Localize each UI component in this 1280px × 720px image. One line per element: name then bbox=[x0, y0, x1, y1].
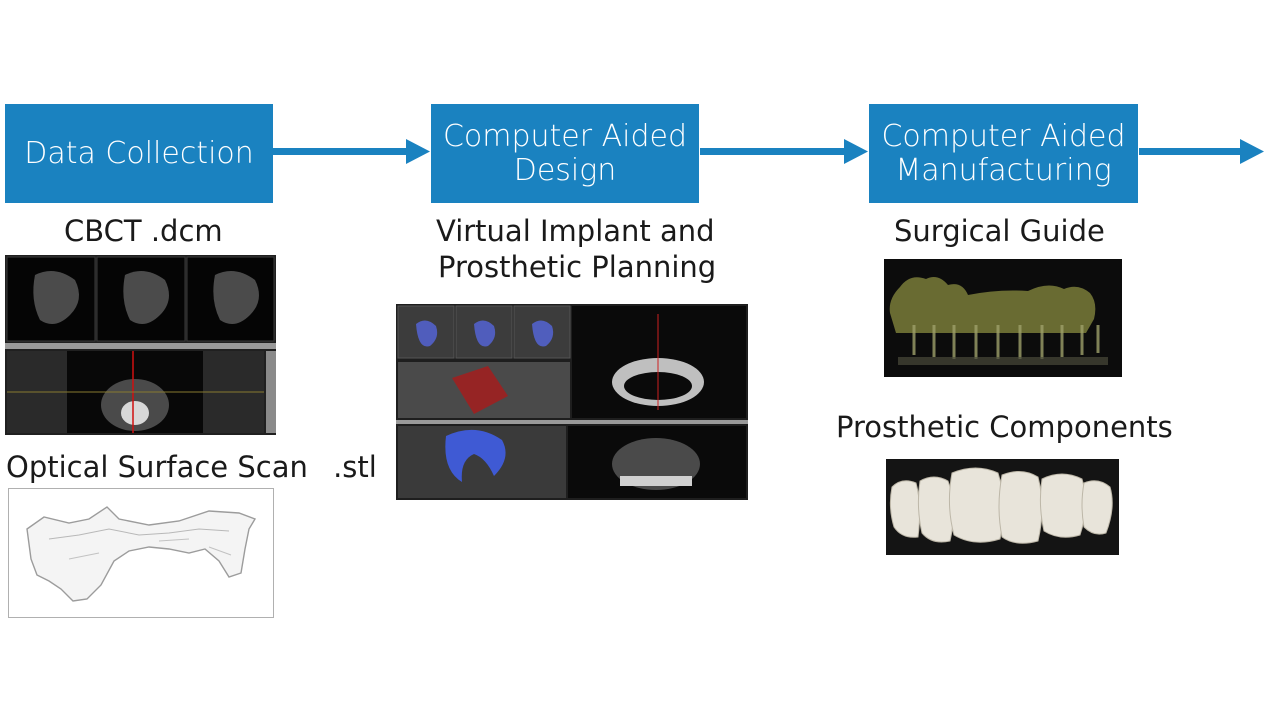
caption-virtual-planning-line1: Virtual Implant and bbox=[436, 214, 715, 248]
caption-prosthetic-components: Prosthetic Components bbox=[836, 410, 1173, 444]
prosthetic-components-image bbox=[886, 459, 1119, 555]
surgical-guide-image bbox=[884, 259, 1122, 377]
arrow-2-head bbox=[844, 139, 868, 164]
caption-optical-scan-label: Optical Surface Scan bbox=[6, 450, 308, 484]
caption-virtual-planning-line2: Prosthetic Planning bbox=[438, 250, 717, 284]
stage-computer-aided-manufacturing: Computer Aided Manufacturing bbox=[869, 104, 1138, 203]
arrow-1-head bbox=[406, 139, 430, 164]
stage-cam-label-line2: Manufacturing bbox=[895, 152, 1112, 188]
caption-surgical-guide: Surgical Guide bbox=[894, 214, 1105, 248]
arrow-2-shaft bbox=[700, 148, 848, 155]
caption-cbct: CBCT .dcm bbox=[64, 214, 223, 248]
arrow-3-shaft bbox=[1139, 148, 1245, 155]
optical-scan-image bbox=[8, 488, 274, 618]
stage-computer-aided-design: Computer Aided Design bbox=[431, 104, 699, 203]
caption-optical-scan-ext: .stl bbox=[333, 450, 377, 484]
stage-cad-label-line1: Computer Aided bbox=[442, 118, 688, 154]
arrow-3-head bbox=[1240, 139, 1264, 164]
virtual-planning-image bbox=[396, 304, 748, 500]
stage-data-collection-label: Data Collection bbox=[24, 135, 254, 171]
arrow-1-shaft bbox=[272, 148, 410, 155]
caption-optical-scan: Optical Surface Scan .stl bbox=[6, 450, 377, 484]
stage-cad-label-line2: Design bbox=[513, 152, 617, 188]
stage-data-collection: Data Collection bbox=[5, 104, 273, 203]
stage-cam-label-line1: Computer Aided bbox=[881, 118, 1126, 154]
cbct-scan-image bbox=[5, 255, 276, 435]
